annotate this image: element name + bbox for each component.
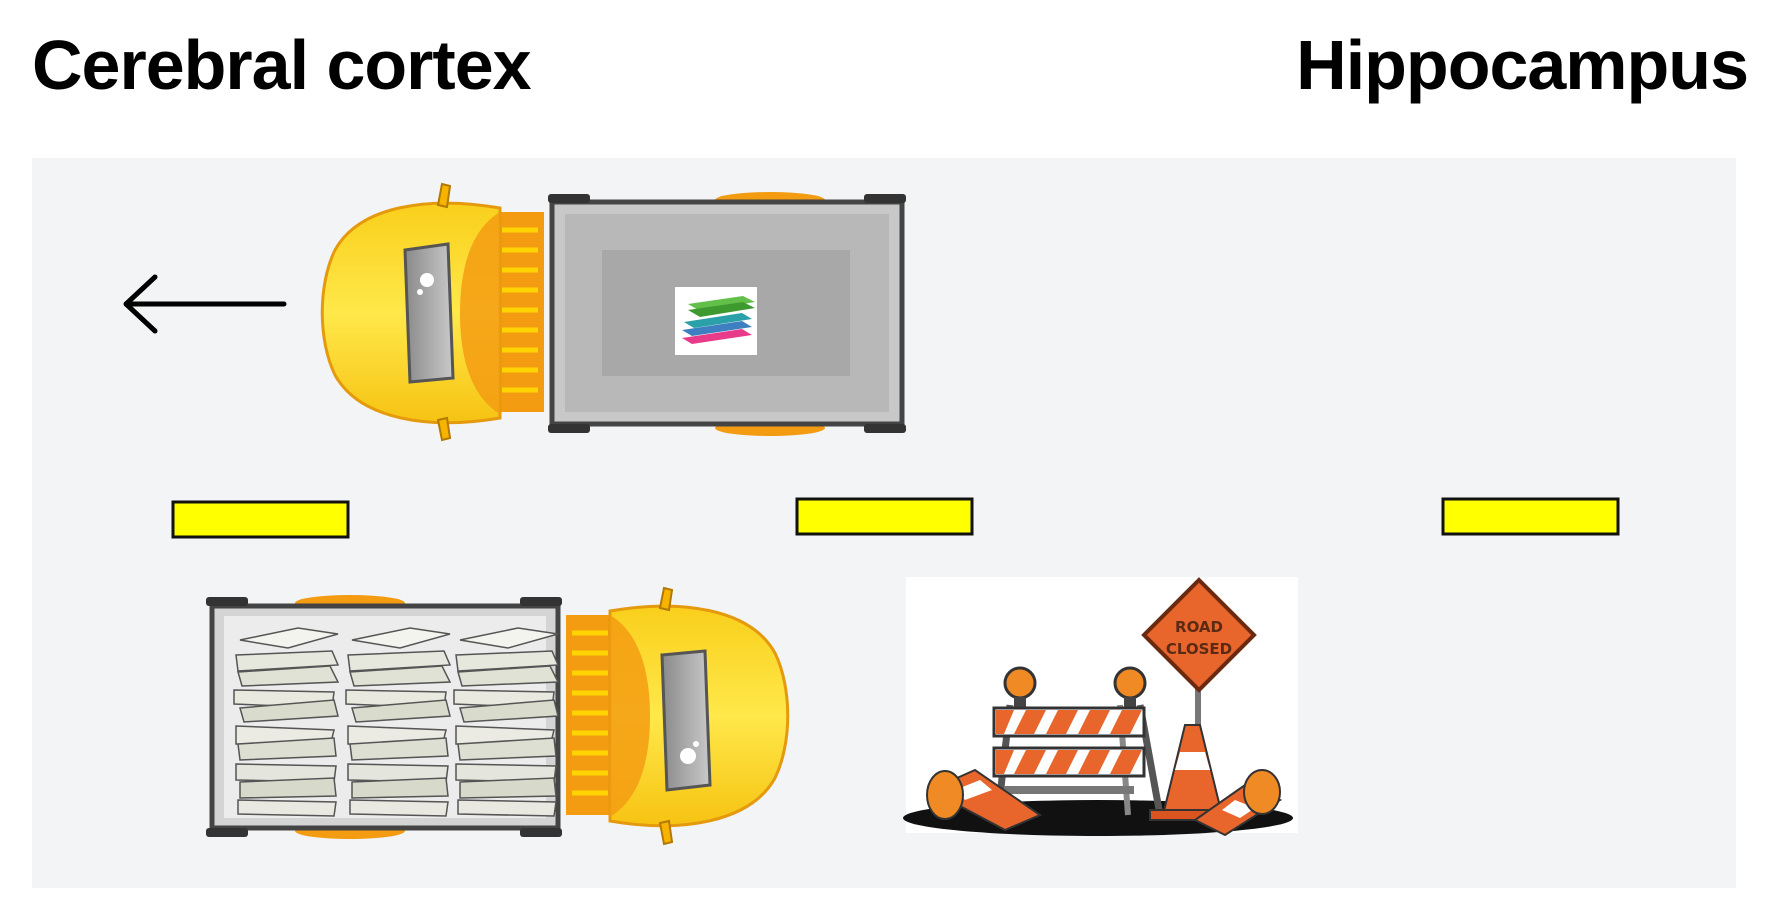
lane-marking [795,497,974,536]
road-closed-sign: ROAD CLOSED [1141,577,1257,693]
lane-marking [1441,497,1620,536]
arrow-left-icon [123,274,287,334]
sign-line-2: CLOSED [1166,640,1232,658]
cortex-title: Cerebral cortex [32,26,532,104]
road-closed-barricade-icon: ROAD CLOSED [903,577,1298,837]
books-icon [675,287,757,355]
sign-line-1: ROAD [1175,618,1223,636]
traffic-cone [926,768,1043,832]
lane-marking [171,500,350,539]
hippocampus-title: Hippocampus [1296,26,1749,104]
traffic-cone [1193,769,1283,837]
paper-stacks-icon [233,627,559,817]
dump-truck-icon [320,182,906,442]
